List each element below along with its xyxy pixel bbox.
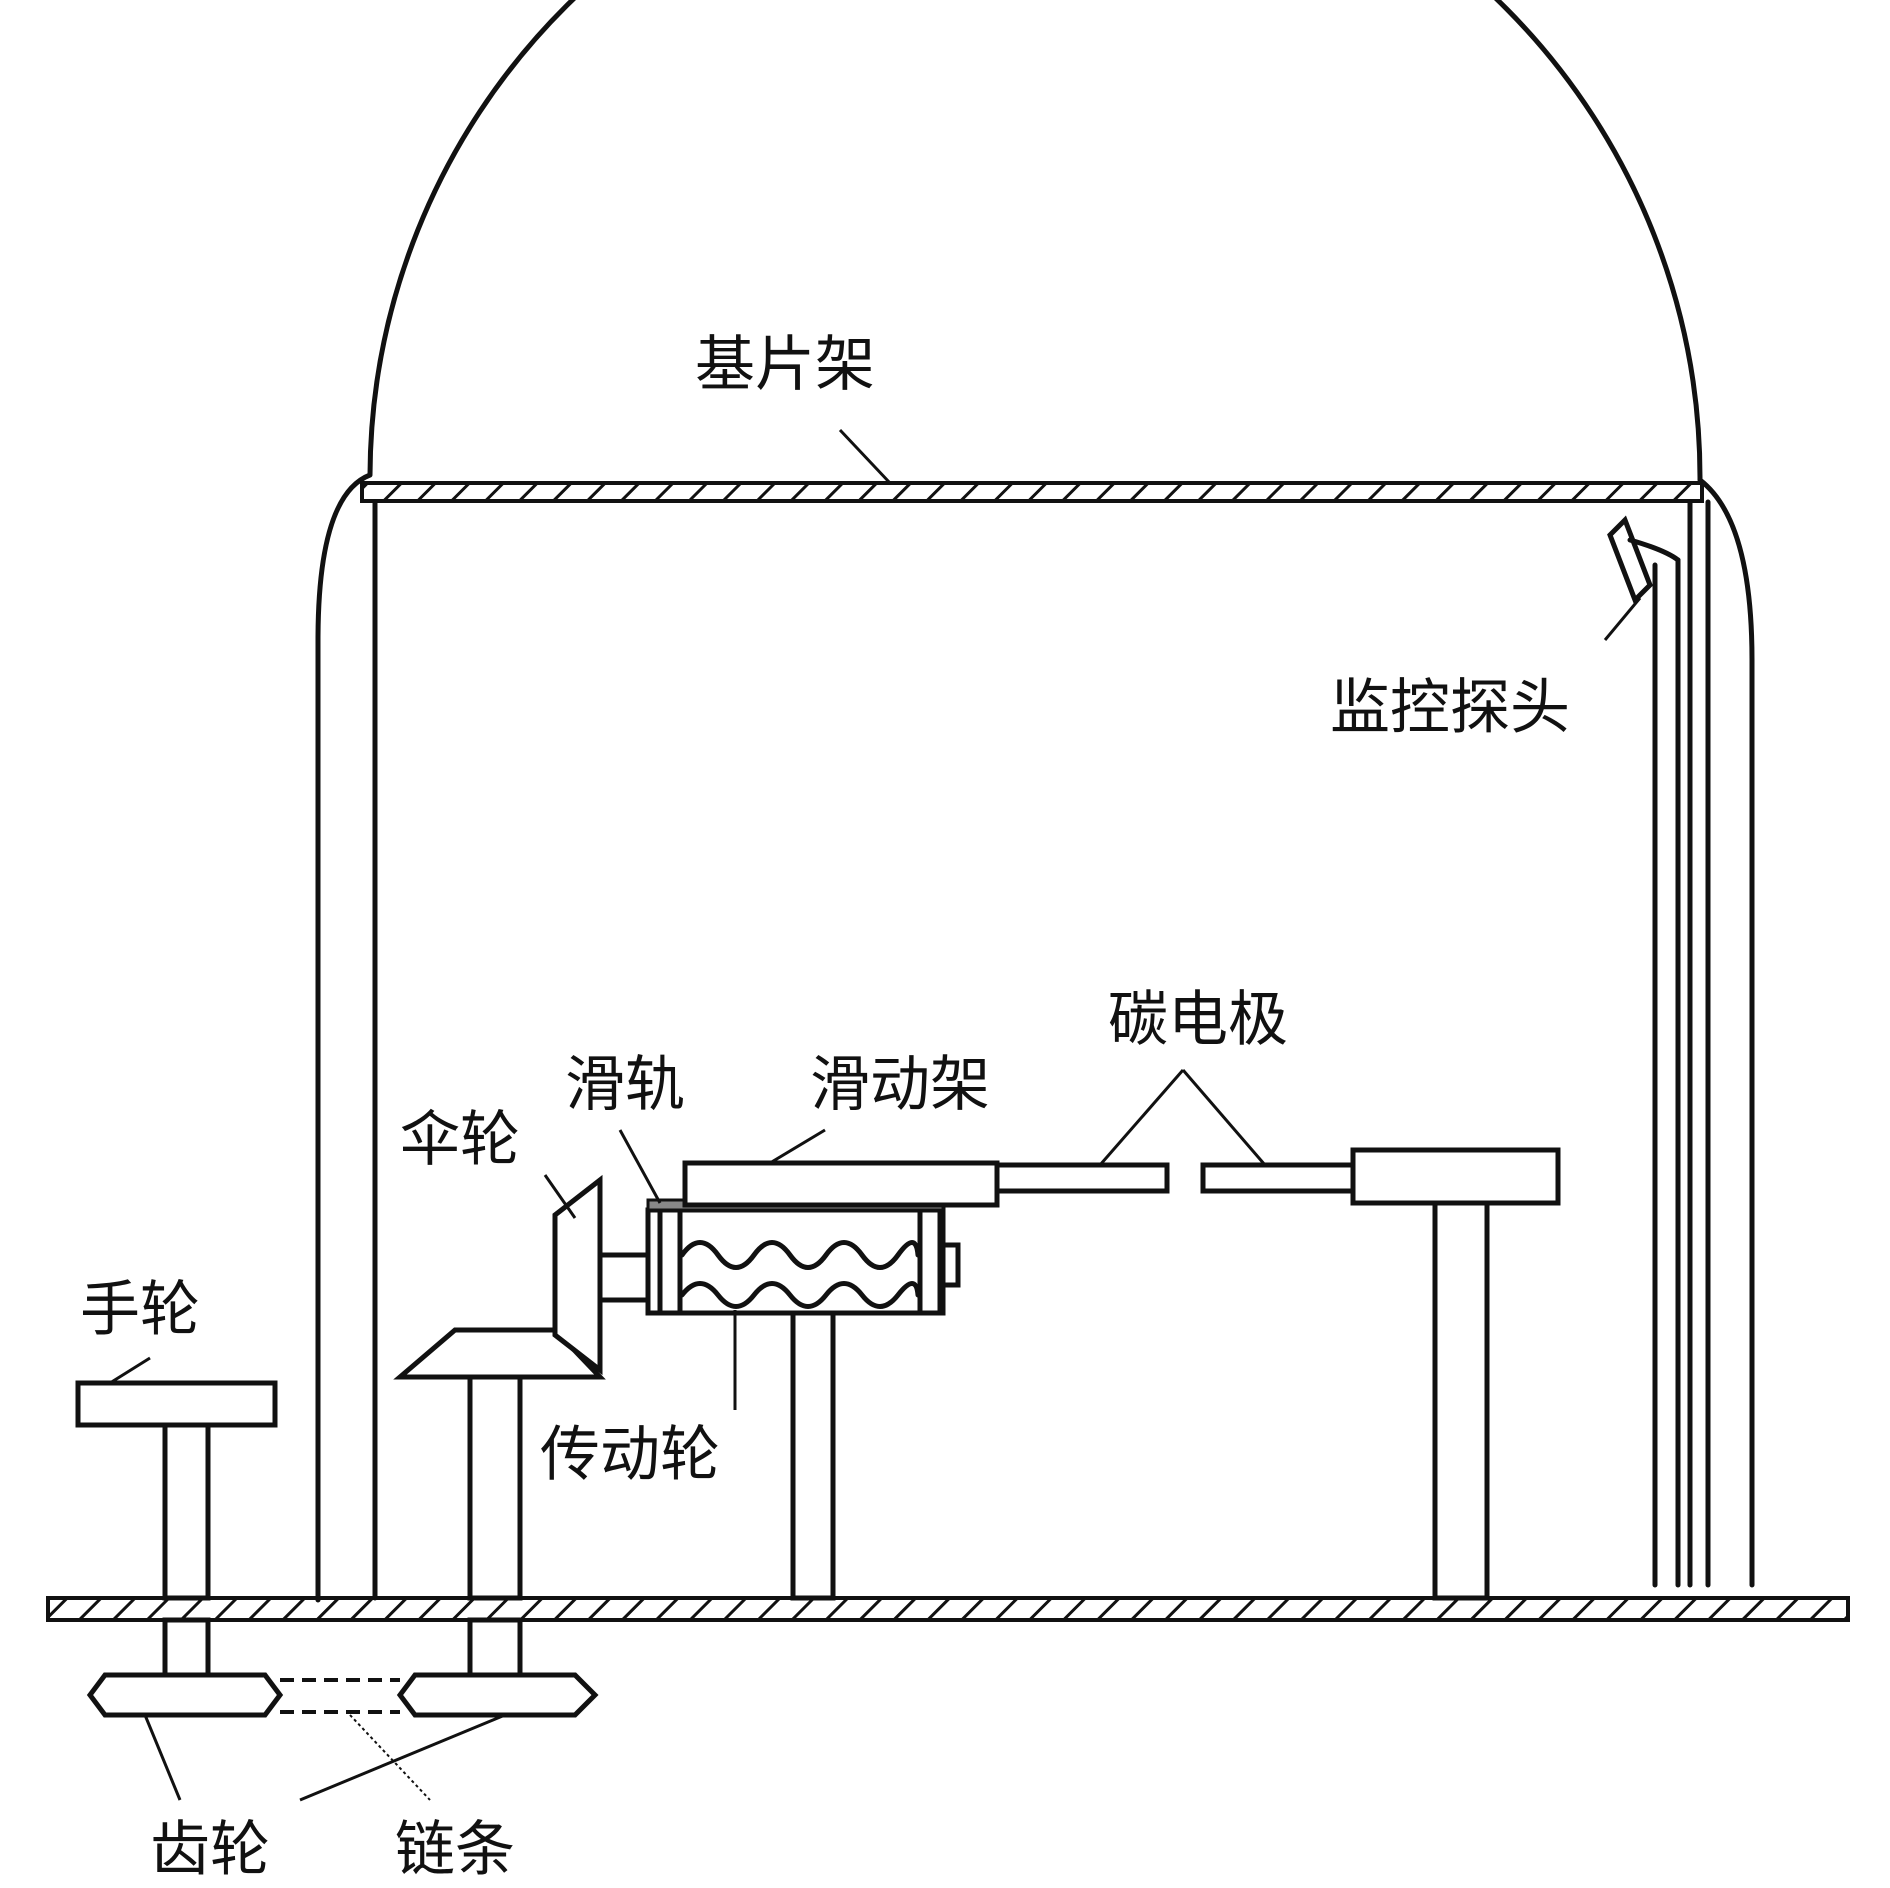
sliding-frame[interactable]	[682, 1160, 1170, 1208]
monitor-probe	[1603, 515, 1681, 1588]
label-sliding-frame: 滑动架	[810, 1050, 990, 1120]
label-gear: 齿轮	[150, 1815, 270, 1885]
label-transmission-wheel: 传动轮	[540, 1420, 720, 1490]
transmission-support-post	[790, 1310, 836, 1601]
label-substrate-holder: 基片架	[695, 330, 875, 400]
slide-rail-assembly	[645, 1198, 961, 1316]
bell-jar	[315, 0, 1755, 1603]
label-carbon-electrode: 碳电极	[1108, 985, 1288, 1055]
substrate-holder-supports	[372, 499, 1711, 1601]
label-bevel-gear: 伞轮	[400, 1105, 520, 1175]
leader-lines	[109, 428, 1267, 1802]
carbon-electrode-right	[1200, 1147, 1561, 1601]
substrate-holder-plate	[360, 481, 1704, 503]
label-handwheel: 手轮	[80, 1275, 200, 1345]
handwheel[interactable]	[75, 1380, 278, 1678]
base-plate	[46, 1596, 1850, 1622]
label-slide-rail: 滑轨	[565, 1050, 685, 1120]
label-monitor-probe: 监控探头	[1330, 673, 1570, 743]
gear-chain-assembly	[86, 1672, 599, 1718]
bevel-gear-upper	[552, 1174, 653, 1376]
label-chain: 链条	[395, 1815, 515, 1885]
bevel-gear-lower	[393, 1327, 606, 1678]
